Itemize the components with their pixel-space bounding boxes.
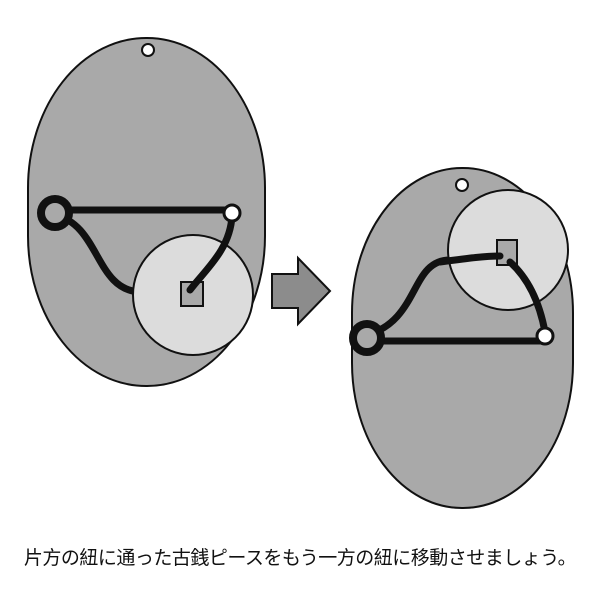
before-state <box>27 37 266 387</box>
ring-right <box>349 320 385 356</box>
string-through-coin-right <box>436 252 504 266</box>
anchor-hole-right <box>535 326 555 346</box>
after-state <box>349 167 574 509</box>
string-to-anchor-right <box>506 258 549 336</box>
hanging-hole-left <box>141 43 155 57</box>
instruction-caption: 片方の紐に通った古銭ピースをもう一方の紐に移動させましょう。 <box>23 547 577 569</box>
string-through-coin-left <box>186 212 236 294</box>
ring-left <box>37 195 73 231</box>
arrow-right-icon <box>271 255 332 327</box>
hanging-hole-right <box>455 178 469 192</box>
puzzle-diagram <box>27 37 574 509</box>
anchor-hole-left <box>222 203 242 223</box>
